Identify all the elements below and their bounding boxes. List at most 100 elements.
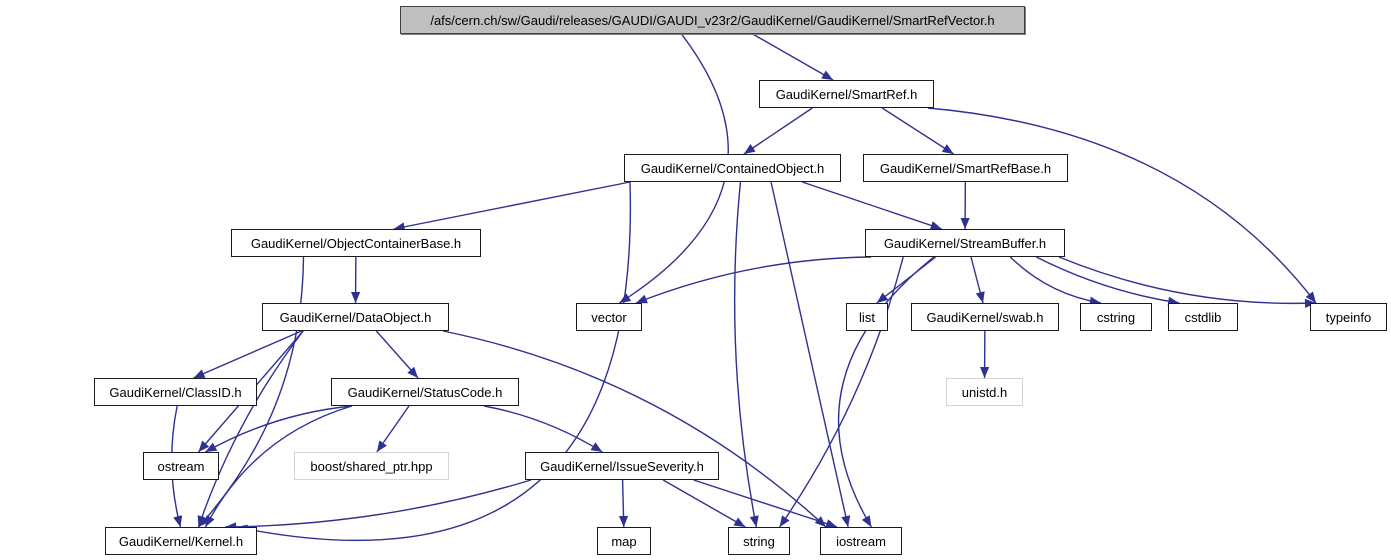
edge-arrowhead	[876, 292, 889, 303]
node-map[interactable]: map	[597, 527, 651, 555]
node-label: GaudiKernel/ContainedObject.h	[640, 160, 825, 176]
node-label: GaudiKernel/IssueSeverity.h	[540, 458, 704, 474]
edge-arrowhead	[407, 366, 419, 378]
node-label: GaudiKernel/swab.h	[926, 309, 1044, 325]
node-label: GaudiKernel/SmartRefBase.h	[879, 160, 1052, 176]
edge-arrowhead	[929, 221, 942, 230]
edge-arrowhead	[821, 70, 834, 80]
node-iostream[interactable]: iostream	[820, 527, 902, 555]
edge-arrowhead	[636, 294, 648, 304]
edge-arrowhead	[590, 442, 603, 452]
node-objectcontainer[interactable]: GaudiKernel/ObjectContainerBase.h	[231, 229, 481, 257]
edge-arrowhead	[619, 293, 632, 303]
edge-arrowhead	[733, 517, 746, 527]
edge-arrowhead	[1305, 291, 1316, 303]
edge	[770, 181, 849, 528]
edge	[662, 479, 746, 528]
node-issueseverity[interactable]: GaudiKernel/IssueSeverity.h	[525, 452, 719, 480]
edge	[225, 479, 532, 528]
node-label: cstring	[1096, 309, 1136, 325]
node-list[interactable]: list	[846, 303, 888, 331]
node-label: GaudiKernel/DataObject.h	[279, 309, 432, 325]
edge	[442, 330, 827, 528]
node-label: GaudiKernel/SmartRef.h	[775, 86, 918, 102]
edge	[876, 256, 937, 304]
node-typeinfo[interactable]: typeinfo	[1310, 303, 1387, 331]
edge-arrowhead	[205, 515, 215, 527]
edge-arrowhead	[980, 366, 990, 378]
edge-arrowhead	[197, 515, 207, 527]
node-label: unistd.h	[961, 384, 1008, 400]
edge-arrowhead	[198, 440, 210, 452]
edge-arrowhead	[779, 515, 790, 527]
edge-arrowhead	[975, 291, 985, 303]
node-boostsharedptr[interactable]: boost/shared_ptr.hpp	[294, 452, 449, 480]
edge	[927, 107, 1317, 304]
node-cstring[interactable]: cstring	[1080, 303, 1152, 331]
edge	[752, 33, 834, 81]
edge	[193, 330, 302, 379]
edge	[204, 405, 353, 528]
node-string[interactable]: string	[728, 527, 790, 555]
node-label: GaudiKernel/StreamBuffer.h	[883, 235, 1047, 251]
edge	[733, 181, 758, 528]
edge-arrowhead	[198, 515, 210, 527]
node-label: typeinfo	[1325, 309, 1372, 325]
edge	[1009, 256, 1102, 304]
edge-arrowhead	[941, 144, 954, 154]
node-label: vector	[591, 309, 627, 325]
edge-arrowhead	[825, 519, 838, 528]
edge-arrowhead	[960, 217, 970, 229]
node-cstdlib[interactable]: cstdlib	[1168, 303, 1238, 331]
edge-arrowhead	[351, 291, 361, 303]
edge	[1058, 256, 1317, 305]
edge	[483, 405, 603, 453]
node-label: boost/shared_ptr.hpp	[310, 458, 433, 474]
node-ostream[interactable]: ostream	[143, 452, 219, 480]
edge	[197, 330, 304, 528]
node-kernel[interactable]: GaudiKernel/Kernel.h	[105, 527, 257, 555]
node-swab[interactable]: GaudiKernel/swab.h	[911, 303, 1059, 331]
node-smartref[interactable]: GaudiKernel/SmartRef.h	[759, 80, 934, 108]
node-label: map	[611, 533, 637, 549]
edge	[779, 256, 904, 528]
edge	[236, 181, 632, 541]
edge-arrowhead	[205, 442, 218, 452]
node-label: GaudiKernel/ObjectContainerBase.h	[250, 235, 462, 251]
node-label: GaudiKernel/StatusCode.h	[347, 384, 503, 400]
edge-arrowhead	[743, 144, 756, 154]
node-label: iostream	[836, 533, 886, 549]
edge-arrowhead	[861, 515, 872, 527]
edge-arrowhead	[376, 440, 387, 452]
node-streambuffer[interactable]: GaudiKernel/StreamBuffer.h	[865, 229, 1065, 257]
node-statuscode[interactable]: GaudiKernel/StatusCode.h	[331, 378, 519, 406]
node-classid[interactable]: GaudiKernel/ClassID.h	[94, 378, 257, 406]
node-smartrefbase[interactable]: GaudiKernel/SmartRefBase.h	[863, 154, 1068, 182]
node-containedobject[interactable]: GaudiKernel/ContainedObject.h	[624, 154, 841, 182]
node-vector[interactable]: vector	[576, 303, 642, 331]
edge	[802, 181, 942, 230]
node-label: list	[859, 309, 875, 325]
node-label: ostream	[157, 458, 205, 474]
edge	[635, 256, 872, 304]
node-label: cstdlib	[1184, 309, 1222, 325]
edge	[743, 107, 813, 155]
node-label: string	[743, 533, 775, 549]
edge-arrowhead	[173, 515, 183, 527]
edge	[1036, 256, 1180, 304]
edge	[881, 107, 954, 155]
node-root[interactable]: /afs/cern.ch/sw/Gaudi/releases/GAUDI/GAU…	[400, 6, 1025, 34]
node-label: /afs/cern.ch/sw/Gaudi/releases/GAUDI/GAU…	[430, 12, 995, 28]
edge-arrowhead	[841, 515, 851, 527]
node-unistd[interactable]: unistd.h	[946, 378, 1023, 406]
edge	[393, 181, 631, 230]
edge-arrowhead	[618, 515, 629, 527]
node-label: GaudiKernel/Kernel.h	[118, 533, 244, 549]
edge	[837, 256, 935, 528]
node-dataobject[interactable]: GaudiKernel/DataObject.h	[262, 303, 449, 331]
node-label: GaudiKernel/ClassID.h	[109, 384, 242, 400]
edge	[693, 479, 838, 528]
edge-arrowhead	[749, 515, 759, 527]
